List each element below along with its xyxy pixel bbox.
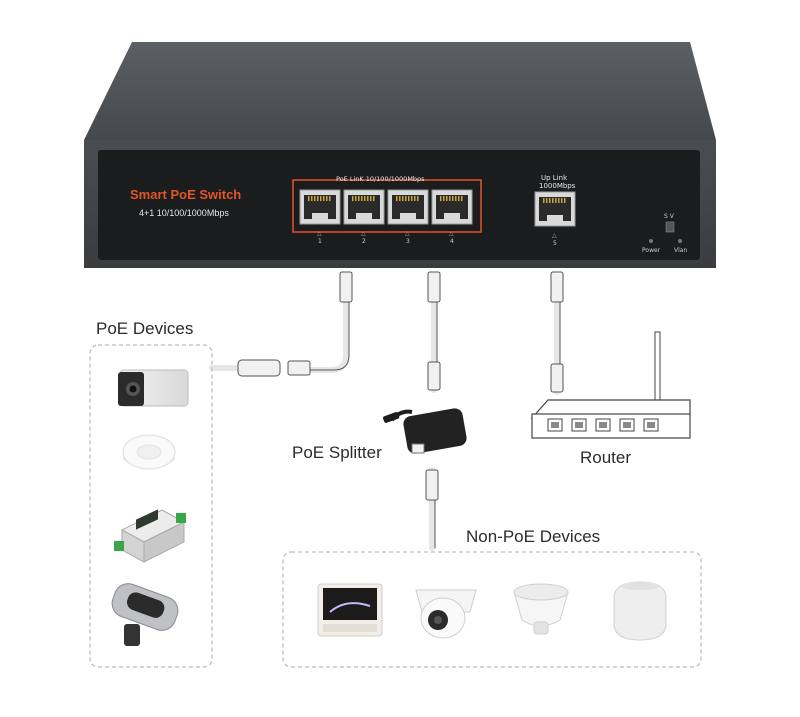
power-label: Power	[642, 247, 661, 254]
uplink-speed-label: 1000Mbps	[539, 182, 576, 190]
smart-panel-icon	[317, 583, 383, 637]
port-led-icon: △	[552, 232, 557, 239]
dome-camera-icon	[415, 589, 477, 639]
port-number: 4	[450, 238, 454, 245]
vlan-led	[678, 239, 682, 243]
poe-devices-label: PoE Devices	[96, 319, 193, 338]
uplink-label: Up Link	[541, 174, 568, 182]
poe-splitter	[383, 408, 467, 454]
port-number: 2	[362, 238, 366, 245]
port-led-icon: △	[405, 230, 410, 237]
vlan-toggle[interactable]	[665, 221, 675, 233]
port-number: 5	[553, 240, 557, 247]
vlan-label: Vlan	[674, 247, 687, 254]
router-label: Router	[580, 448, 631, 467]
port-led-icon: △	[317, 230, 322, 237]
port-led-icon: △	[449, 230, 454, 237]
port-led-icon: △	[361, 230, 366, 237]
port-number: 1	[318, 238, 322, 245]
outdoor-sensor-icon	[111, 583, 179, 646]
router-lan-port[interactable]	[643, 418, 659, 432]
bullet-camera-icon	[118, 369, 189, 407]
router-lan-port[interactable]	[547, 418, 563, 432]
router-lan-port[interactable]	[619, 418, 635, 432]
non-poe-devices-frame	[282, 551, 702, 668]
router-antenna	[654, 331, 661, 409]
poe-switch: Smart PoE Switch 4+1 10/100/1000Mbps PoE…	[84, 42, 716, 268]
router-lan-port[interactable]	[595, 418, 611, 432]
switch-top-surface	[84, 42, 716, 140]
router-lan-port[interactable]	[571, 418, 587, 432]
router	[530, 331, 691, 439]
power-led	[649, 239, 653, 243]
smart-speaker-icon	[613, 581, 667, 641]
ceiling-access-point-icon	[122, 434, 176, 470]
poe-port-4[interactable]: △4	[431, 189, 473, 245]
switch-model: 4+1 10/100/1000Mbps	[139, 208, 229, 218]
vlan-switch-label: S V	[664, 213, 675, 220]
poe-port-2[interactable]: △2	[343, 189, 385, 245]
poe-splitter-label: PoE Splitter	[292, 443, 382, 462]
uplink-port-5[interactable]: △5	[534, 191, 576, 247]
din-rail-module-icon	[114, 509, 186, 563]
switch-brand: Smart PoE Switch	[130, 187, 241, 202]
cable-port1-poe-devices	[297, 282, 349, 373]
ceiling-speaker-icon	[513, 583, 569, 635]
non-poe-devices-label: Non-PoE Devices	[466, 527, 600, 546]
poe-port-1[interactable]: △1	[299, 189, 341, 245]
poe-port-group-label: PoE LinK 10/100/1000Mbps	[336, 175, 425, 183]
rj45-plugs	[237, 271, 564, 501]
poe-port-3[interactable]: △3	[387, 189, 429, 245]
port-number: 3	[406, 238, 410, 245]
poe-devices-frame	[89, 344, 213, 668]
poe-port-group-frame	[292, 179, 482, 233]
